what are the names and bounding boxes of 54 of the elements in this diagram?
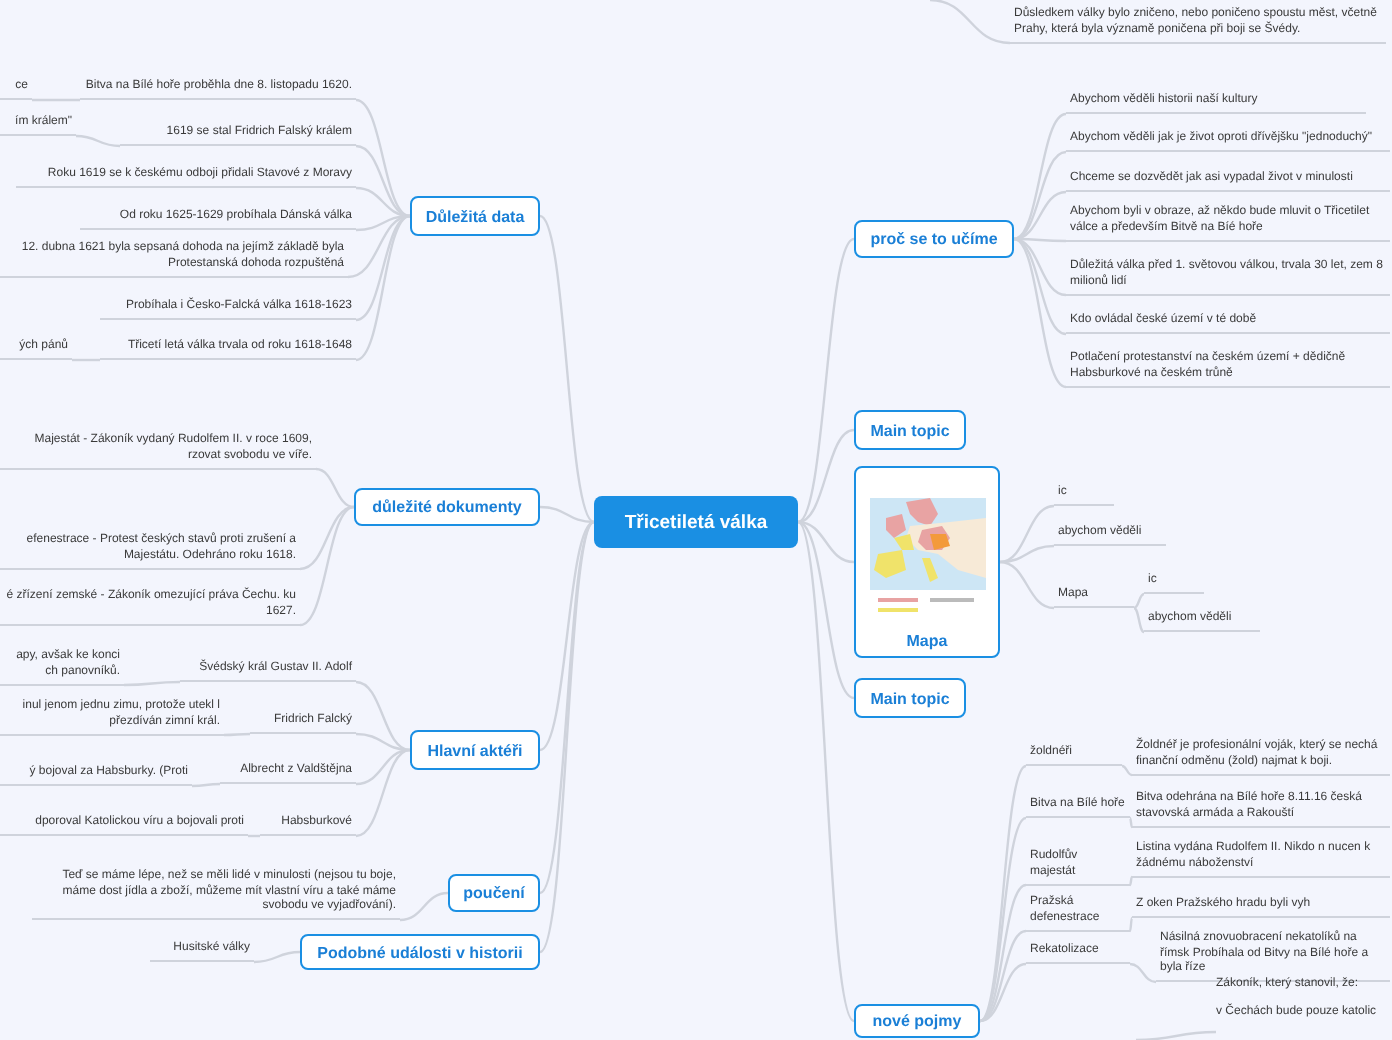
connector-line [797,520,855,564]
connector-line [75,134,121,148]
connector-line [355,732,411,752]
topic-box: Hlavní aktéři [410,730,540,770]
connector-line [1128,876,1134,886]
topic-box: nové pojmy [854,1004,980,1038]
connector-line [248,834,260,838]
connector-line [355,214,411,362]
topic-box: Důležitá data [410,196,540,236]
connector-line [539,215,595,523]
connector-line [32,98,80,102]
connector-line [355,680,411,752]
topic-box [854,466,1000,658]
topic-box: Main topic [854,678,966,718]
connector-line [315,467,355,509]
connector-line [1121,764,1133,777]
connector-line [1013,112,1067,241]
connector-line [1013,237,1067,389]
connector-line [1128,817,1134,828]
connector-line [929,0,1011,45]
connector-line [539,521,595,751]
connector-line [999,560,1055,610]
connector-line [1128,917,1134,932]
connector-line [1135,1030,1217,1040]
connector-line [1133,592,1145,610]
connector-line [1133,607,1145,633]
connector-line [1129,962,1157,984]
topic-label: Mapa [906,632,948,650]
connector-line [299,505,355,627]
connector-line [797,520,855,700]
topic-box: důležité dokumenty [354,488,540,526]
connector-line [539,505,595,524]
central-topic-box: Třicetiletá válka [594,496,798,548]
connector-line [797,428,855,524]
connector-line [797,238,855,523]
topic-box: Main topic [854,410,966,450]
connector-line [299,505,355,571]
connector-line [224,732,250,737]
connector-line [979,765,1027,1022]
connector-line [192,782,220,788]
connector-line [355,748,411,838]
connector-line [979,962,1027,1023]
connector-line [797,521,855,1022]
connector-line [1014,237,1066,243]
topic-box: proč se to učíme [854,220,1014,258]
connector-line [124,680,180,687]
connector-line [355,98,411,218]
connector-line [999,544,1055,564]
topic-box: Podobné události v historii [300,934,540,970]
connector-line [72,358,100,362]
connector-line [999,504,1055,564]
topic-box: poučení [448,874,540,912]
connector-line [399,891,449,922]
connector-line [253,950,301,964]
